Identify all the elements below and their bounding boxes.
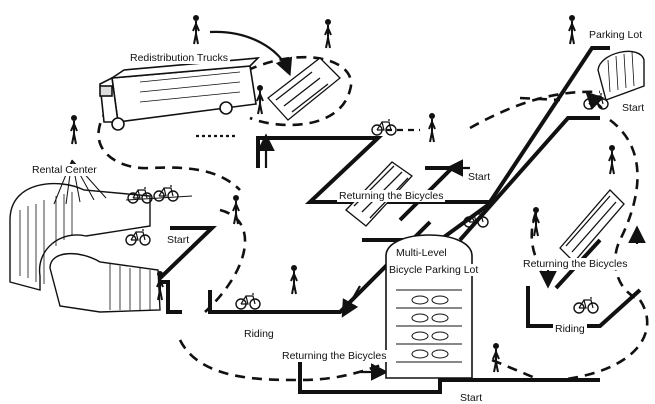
label-start-top-right: Start (620, 102, 646, 114)
label-riding-left: Riding (242, 328, 276, 340)
label-returning-center: Returning the Bicycles (337, 190, 445, 202)
label-start-center: Start (466, 171, 492, 183)
label-returning-bottom: Returning the Bicycles (280, 350, 388, 362)
label-start-bottom: Start (458, 392, 484, 404)
label-redistribution-trucks: Redistribution Trucks (128, 52, 230, 64)
label-start-left: Start (165, 234, 191, 246)
label-multi-level: Multi-Level (394, 247, 449, 259)
label-returning-right: Returning the Bicycles (521, 258, 629, 270)
label-bicycle-parking-lot: Bicycle Parking Lot (387, 264, 480, 276)
label-rental-center: Rental Center (30, 164, 99, 176)
label-riding-right: Riding (553, 323, 587, 335)
label-parking-lot: Parking Lot (587, 29, 644, 41)
